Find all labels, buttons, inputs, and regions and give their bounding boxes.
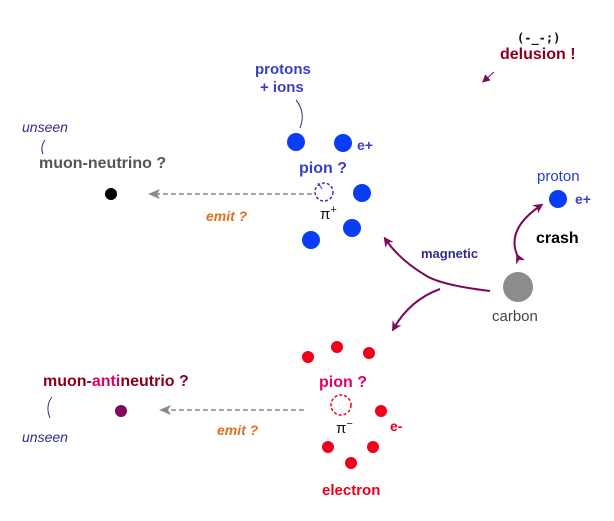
delusion-label: delusion ! — [500, 46, 576, 63]
carbon-particle — [503, 272, 533, 302]
electron-particle — [345, 457, 357, 469]
pion-top-label: pion ? — [299, 160, 347, 177]
unseen-bottom-label: unseen — [22, 429, 68, 445]
electron-particle — [367, 441, 379, 453]
pi-minus-symbol: π− — [336, 418, 353, 437]
electron-particle — [375, 405, 387, 417]
protons-label: protons — [255, 61, 311, 78]
proton-incoming-particle — [549, 190, 567, 208]
proton-particle — [343, 219, 361, 237]
e-minus-label: e- — [390, 418, 403, 434]
electron-label: electron — [322, 482, 381, 499]
ions-label: + ions — [260, 79, 304, 96]
proton-label: proton — [537, 168, 580, 185]
electron-particle — [322, 441, 334, 453]
magnetic-label: magnetic — [421, 246, 479, 261]
protons-leader-line — [295, 99, 303, 129]
pion-plus-particle — [314, 182, 334, 202]
electron-particle — [331, 341, 343, 353]
emit-bottom-label: emit ? — [217, 422, 259, 438]
pi-plus-symbol: π+ — [320, 204, 337, 223]
unseen-bottom-leader-line — [47, 396, 53, 419]
muon-neutrino-particle — [105, 188, 117, 200]
proton-particle — [353, 184, 371, 202]
electron-particle — [363, 347, 375, 359]
pion-plus-tick — [317, 182, 323, 190]
face-emoticon: (-_-;) — [517, 31, 561, 45]
proton-particle — [287, 133, 305, 151]
magnetic-arrow-down — [392, 288, 441, 332]
e-plus-label-right: e+ — [575, 191, 591, 207]
unseen-top-leader-line — [41, 139, 46, 155]
pion-minus-particle — [330, 394, 352, 416]
muon-antineutrino-particle — [115, 405, 127, 417]
proton-particle — [302, 231, 320, 249]
emit-top-label: emit ? — [206, 208, 248, 224]
muon-antineutrino-label: muon-antineutrio ? — [43, 373, 189, 390]
carbon-label: carbon — [492, 308, 538, 325]
electron-particle — [302, 351, 314, 363]
crash-label: crash — [536, 230, 579, 247]
pion-bottom-label: pion ? — [319, 374, 367, 391]
proton-particle — [334, 134, 352, 152]
magnetic-arrow-up — [383, 236, 491, 292]
unseen-top-label: unseen — [22, 119, 68, 135]
e-plus-label-top: e+ — [357, 137, 373, 153]
crash-arrow — [513, 203, 544, 265]
delusion-arrow — [482, 71, 495, 83]
muon-neutrino-label: muon-neutrino ? — [39, 155, 167, 172]
